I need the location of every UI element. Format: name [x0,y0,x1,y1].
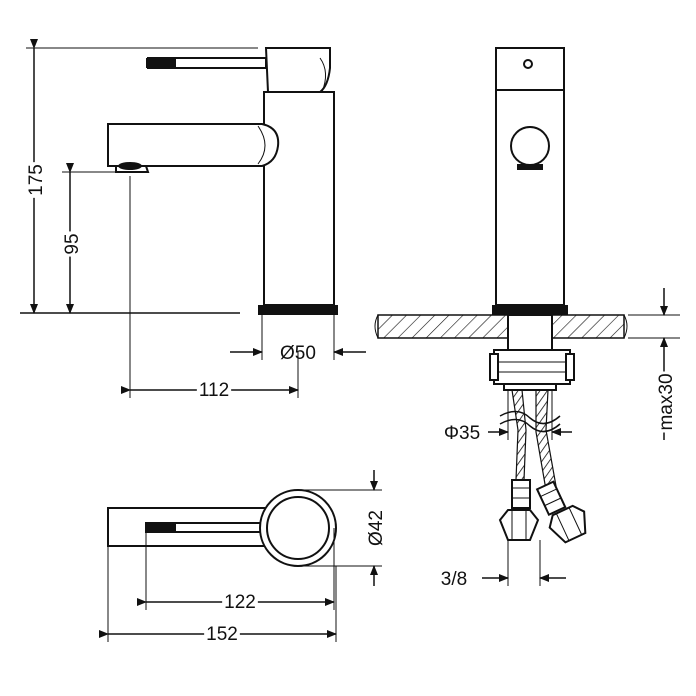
front-base-ring [492,305,568,315]
lever-handle-tip [146,58,176,68]
fixing-nut [493,349,571,385]
dimension-label-bg [366,508,387,548]
faucet-body [263,91,335,306]
cartridge-cap [264,47,331,93]
dimension-max-thickness: max30 [656,373,677,430]
dimension-label-bg [204,624,240,645]
spout [107,123,280,167]
hose-connector-left [511,479,531,509]
dimension-top-diameter: Ø42 [366,510,387,546]
dimension-label-bg [196,380,232,401]
front-body [495,89,565,306]
dimension-total-length: 152 [206,624,238,645]
dimension-label-bg [222,592,258,613]
dimension-reach: 112 [199,380,229,401]
hex-nut-left [498,509,540,541]
dimension-label-bg [62,231,83,257]
dimension-thread: 3/8 [441,569,467,590]
dimension-label-bg [438,569,470,590]
front-view: Φ35 3/8 max30 [374,47,680,590]
countertop-hatch-right [551,314,625,339]
supply-hose-left [511,389,527,481]
dimension-label-bg [26,162,47,198]
dimension-shank-diameter: Φ35 [444,423,480,444]
dimension-label-bg [441,423,483,444]
dimension-height-spout: 95 [62,233,83,254]
hex-nut-right [548,504,587,544]
shank [507,314,553,354]
top-body-inner [266,496,330,560]
side-view: 175 95 Ø50 112 [20,39,366,401]
supply-hose-right [535,389,557,491]
countertop-hatch-left [377,314,509,339]
dimension-lever-length: 122 [224,592,256,613]
dimension-label-bg [656,371,677,433]
front-spout-end [510,126,550,166]
front-cap [495,47,565,91]
dimension-height-total: 175 [26,164,47,196]
base-ring [258,305,338,315]
top-view: Ø42 122 152 [99,470,387,645]
hose-connector-right [535,480,567,517]
